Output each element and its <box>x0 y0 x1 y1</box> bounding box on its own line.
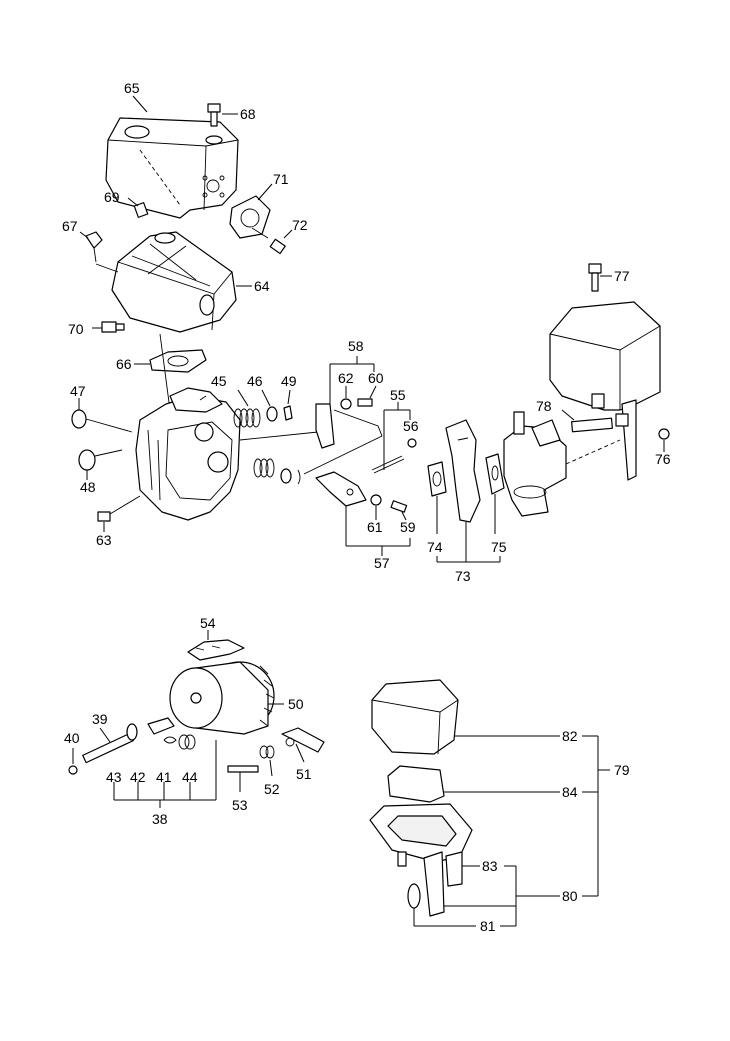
callout-67: 67 <box>62 218 78 234</box>
exhaust-valve-47 <box>71 409 133 433</box>
callout-40: 40 <box>64 730 80 746</box>
valve-keepers-49 <box>283 405 301 485</box>
intake-valve-48 <box>78 449 123 471</box>
callout-56: 56 <box>403 418 419 434</box>
callout-66: 66 <box>116 356 132 372</box>
callout-55: 55 <box>390 387 406 403</box>
bolt-68 <box>207 103 221 127</box>
insulator-gasket-74 <box>427 461 447 497</box>
callout-50: 50 <box>288 696 304 712</box>
screw-60 <box>357 398 373 407</box>
carburetor <box>503 411 567 517</box>
callout-76: 76 <box>655 451 671 467</box>
gasket-81 <box>407 883 421 909</box>
head-bolt-63 <box>97 495 141 522</box>
insulator-block-73 <box>445 419 481 523</box>
spring-52 <box>259 745 275 759</box>
callout-62: 62 <box>338 370 354 386</box>
callout-38: 38 <box>152 811 168 827</box>
rocker-arm-54 <box>187 639 245 661</box>
spring-retainer-46 <box>266 406 292 484</box>
muffler <box>111 231 237 333</box>
callout-61: 61 <box>367 519 383 535</box>
callout-79: 79 <box>614 762 630 778</box>
nut-76 <box>658 428 670 440</box>
control-bracket-57 <box>315 471 367 507</box>
clip-56 <box>407 438 417 448</box>
nut-61 <box>370 494 382 506</box>
bolt-77 <box>588 263 602 292</box>
callout-84: 84 <box>562 784 578 800</box>
callout-72: 72 <box>292 217 308 233</box>
spring-41 <box>163 736 177 744</box>
callout-70: 70 <box>68 321 84 337</box>
governor-rod-55 <box>371 455 405 474</box>
callout-58: 58 <box>348 338 364 354</box>
weight-44 <box>178 734 196 750</box>
washer-40 <box>68 765 78 775</box>
callout-78: 78 <box>536 398 552 414</box>
callout-42: 42 <box>130 769 146 785</box>
compression-release-43 <box>147 717 175 735</box>
callout-64: 64 <box>254 278 270 294</box>
callout-46: 46 <box>247 373 263 389</box>
washer-42 <box>126 723 138 741</box>
bolt-72 <box>251 227 286 255</box>
nut-62 <box>340 398 352 410</box>
callout-48: 48 <box>80 479 96 495</box>
bolt-67 <box>85 231 119 273</box>
cam-gear-50 <box>169 661 275 735</box>
callout-68: 68 <box>240 106 256 122</box>
gasket-83 <box>445 851 463 887</box>
callout-71: 71 <box>273 171 289 187</box>
air-filter-element-84 <box>387 765 445 803</box>
callout-41: 41 <box>156 769 172 785</box>
callout-57: 57 <box>374 555 390 571</box>
muffler-gasket-66 <box>149 349 207 373</box>
callout-52: 52 <box>264 781 280 797</box>
callout-73: 73 <box>455 568 471 584</box>
callout-47: 47 <box>70 383 86 399</box>
callout-75: 75 <box>491 539 507 555</box>
callout-39: 39 <box>92 711 108 727</box>
callout-43: 43 <box>106 769 122 785</box>
air-cleaner-assembly-upper <box>549 301 661 481</box>
callout-45: 45 <box>211 373 227 389</box>
cam-pin-39 <box>82 732 134 764</box>
bolt-70 <box>101 321 125 333</box>
air-cleaner-base-80 <box>369 803 473 917</box>
air-cleaner-cover-82 <box>371 679 459 755</box>
callout-54: 54 <box>200 615 216 631</box>
callout-53: 53 <box>232 797 248 813</box>
exhaust-gasket-71 <box>229 195 271 239</box>
callout-labels: 65 68 71 69 72 67 64 77 70 58 66 45 46 4… <box>62 80 671 934</box>
carb-gasket-75 <box>485 453 505 495</box>
callout-80: 80 <box>562 888 578 904</box>
callout-82: 82 <box>562 728 578 744</box>
callout-49: 49 <box>281 373 297 389</box>
callout-65: 65 <box>124 80 140 96</box>
screw-59 <box>390 500 408 513</box>
callout-63: 63 <box>96 532 112 548</box>
callout-51: 51 <box>296 766 312 782</box>
callout-60: 60 <box>368 370 384 386</box>
cylinder-head <box>135 387 241 521</box>
callout-77: 77 <box>614 268 630 284</box>
callout-83: 83 <box>482 858 498 874</box>
callout-59: 59 <box>400 519 416 535</box>
valve-springs-45 <box>233 408 275 478</box>
callout-74: 74 <box>427 539 443 555</box>
callout-81: 81 <box>480 918 496 934</box>
control-bracket-58 <box>303 403 383 475</box>
muffler-guard <box>105 117 239 219</box>
callout-69: 69 <box>104 189 120 205</box>
pushrod-53 <box>227 765 259 773</box>
callout-44: 44 <box>182 769 198 785</box>
governor-arm-51 <box>281 727 325 753</box>
breather-tube-78 <box>571 413 629 433</box>
